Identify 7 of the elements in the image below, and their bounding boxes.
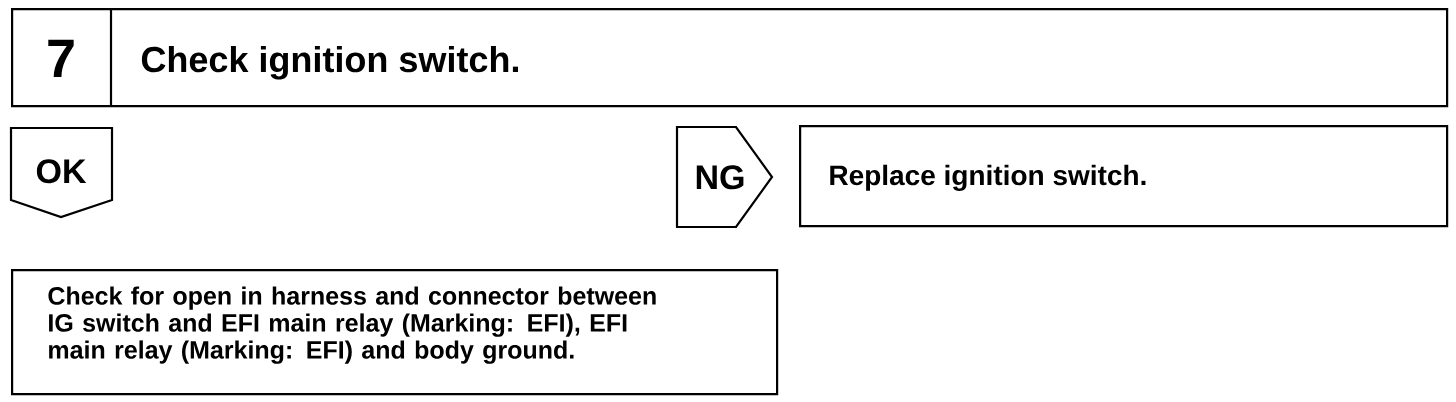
step-title: Check ignition switch. bbox=[141, 45, 518, 80]
right-arrow-tab: NG bbox=[675, 125, 774, 229]
down-arrow-tab: OK bbox=[9, 126, 114, 219]
action-box: Check for open in harness and connector between IG switch and EFI main relay (Marking: EFI), EFI main relay (Marking: EFI) and body ground. bbox=[11, 269, 779, 396]
step-number: 7 bbox=[48, 39, 74, 77]
step-header-box bbox=[11, 8, 1449, 108]
action-box: Replace ignition switch. bbox=[799, 125, 1449, 228]
